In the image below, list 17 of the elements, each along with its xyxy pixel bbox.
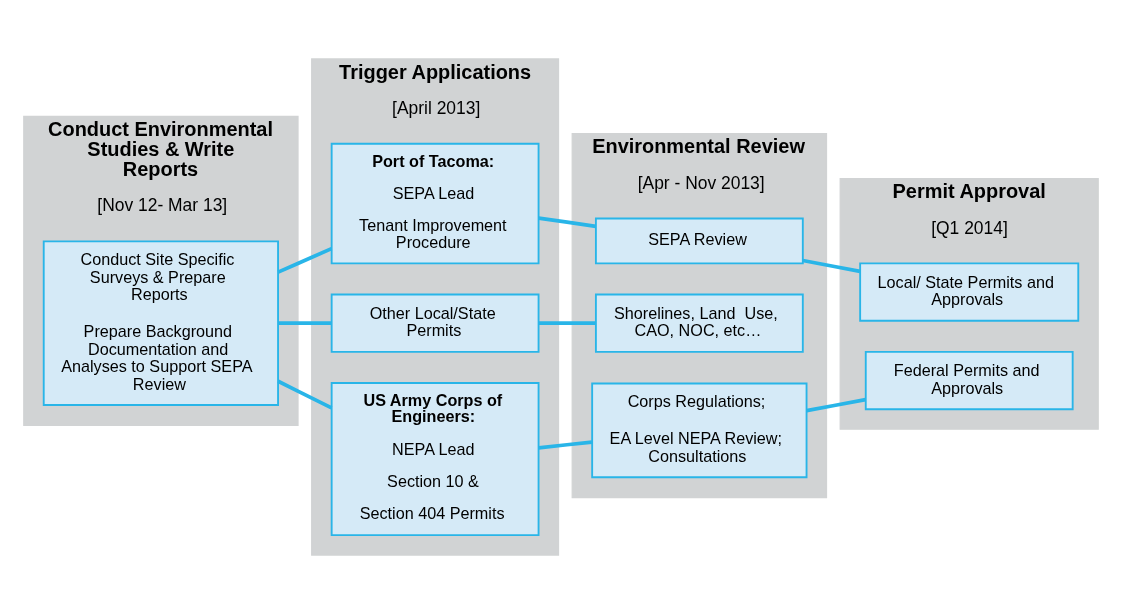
connector <box>277 246 333 274</box>
node-box: Shorelines, Land Use, CAO, NOC, etc… <box>594 293 804 353</box>
connector <box>278 321 332 326</box>
connector <box>806 397 866 413</box>
node-box: Corps Regulations; EA Level NEPA Review; Consultations <box>591 382 808 479</box>
connector <box>538 321 596 326</box>
node-box: Port of Tacoma: SEPA Lead Tenant Improvement Procedure <box>330 142 540 265</box>
node-box: US Army Corps of Engineers: NEPA Lead Section 10 & Section 404 Permits <box>330 382 540 537</box>
node-box: Federal Permits and Approvals <box>864 350 1074 411</box>
node-box: Local/ State Permits and Approvals <box>859 262 1080 322</box>
connector <box>538 440 593 450</box>
connector <box>277 379 333 410</box>
node-box: Other Local/State Permits <box>330 293 540 353</box>
connector <box>538 216 597 229</box>
node-box: Conduct Site Specific Surveys & Prepare Reports Prepare Background Documentation and Analyses to Support SEPA Review <box>42 240 279 406</box>
node-box: SEPA Review <box>594 217 804 265</box>
connector <box>802 258 861 274</box>
